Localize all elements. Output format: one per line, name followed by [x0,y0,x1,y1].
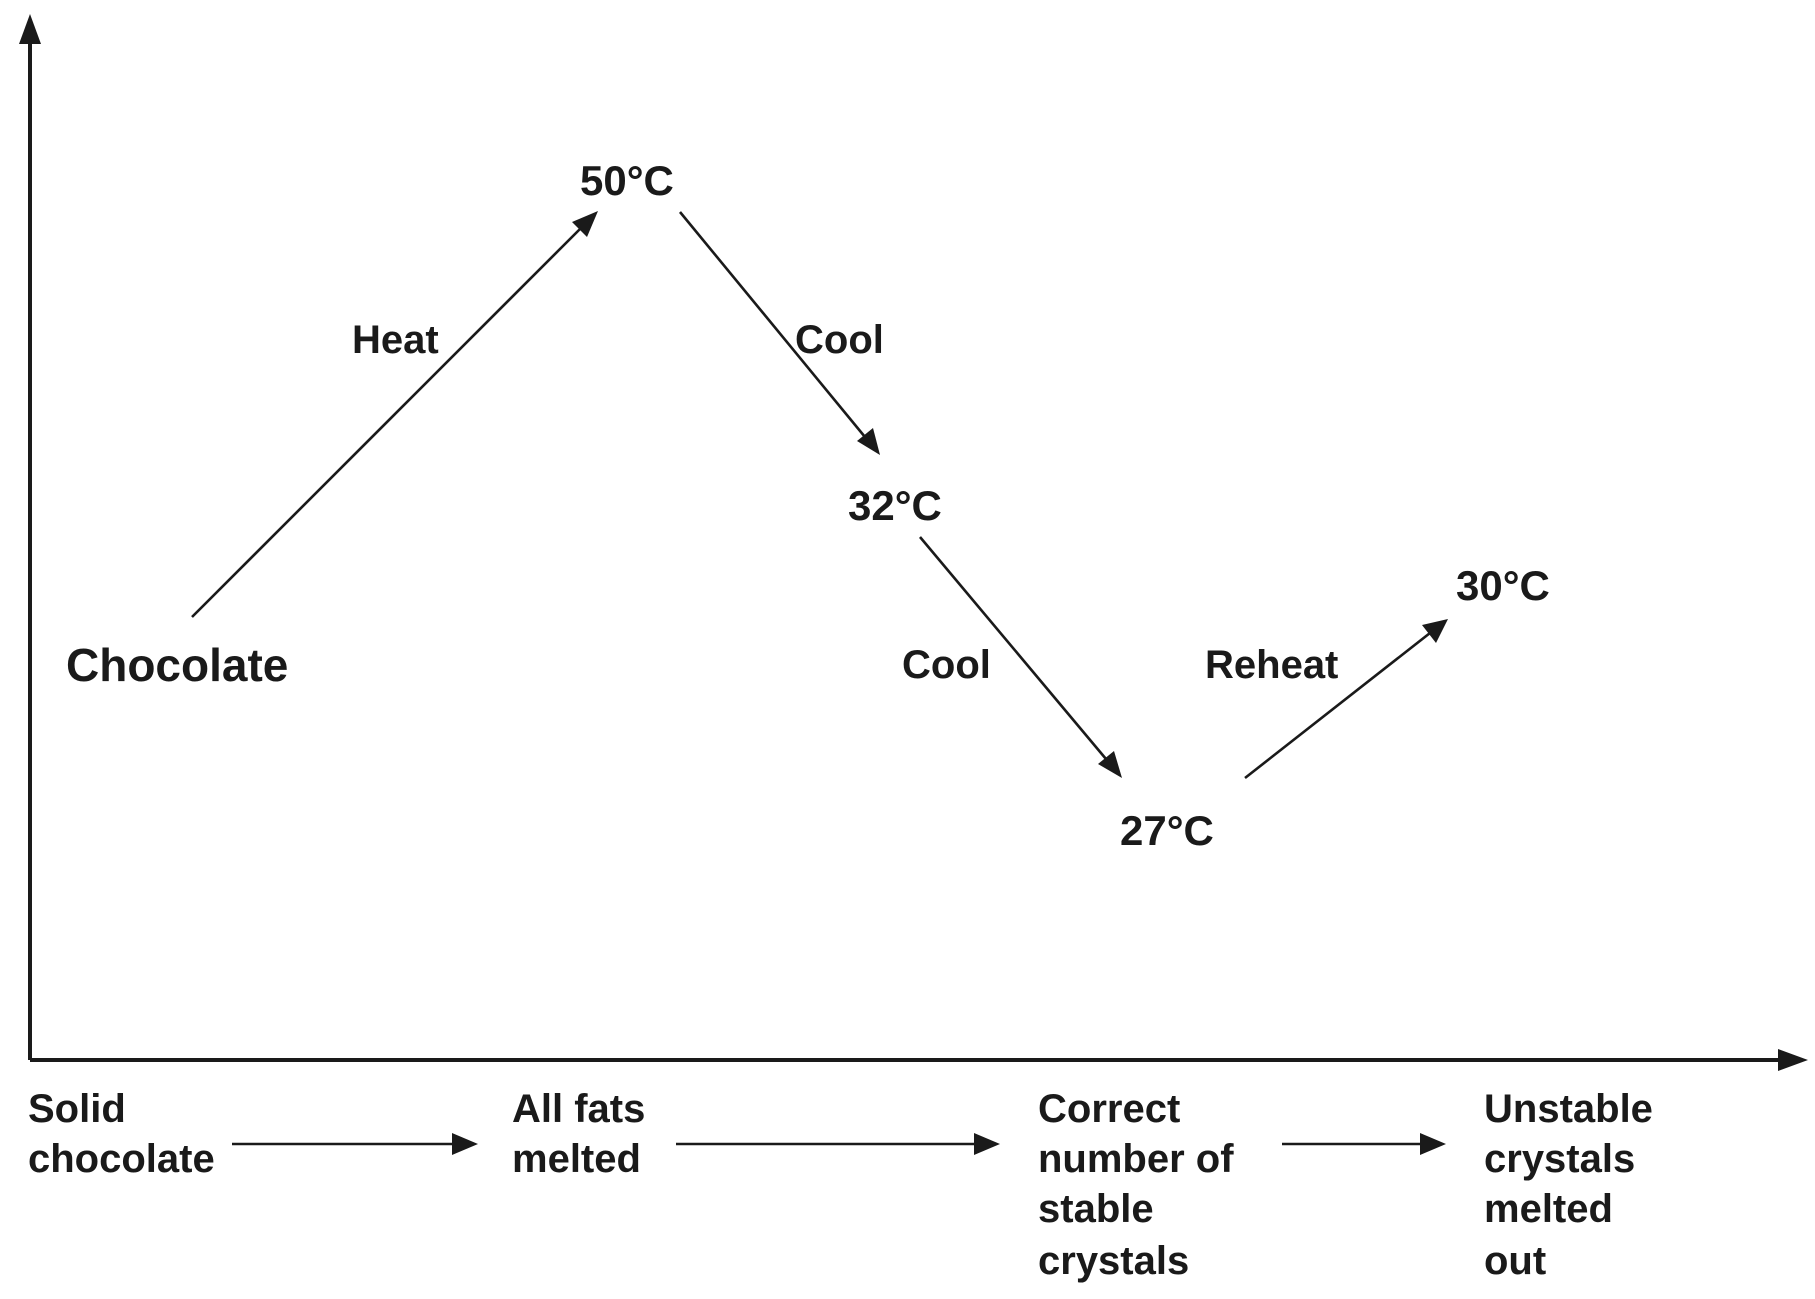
heat-arrow [191,228,581,618]
step-labels: Heat Cool Cool Reheat [352,318,1338,687]
reheat-label: Reheat [1205,643,1338,687]
cool-arrowhead-1 [857,428,880,455]
x-axis-arrowhead [1778,1049,1808,1071]
cool-label-1: Cool [795,318,884,362]
temperature-27: 27°C [1120,807,1214,854]
y-axis-arrowhead [19,14,41,44]
cool-arrowhead-2 [1098,751,1122,778]
axes [19,14,1808,1071]
stage-solid-chocolate: Solid chocolate [28,1087,215,1181]
heat-arrowhead [572,211,598,237]
process-arrows [191,211,1448,780]
stage-arrowhead-1 [452,1133,478,1155]
reheat-arrow [1244,631,1431,780]
temperature-50: 50°C [580,157,674,204]
cool-arrow-2 [919,536,1107,760]
stage-stable-crystals: Correct number of stable crystals [1038,1087,1245,1283]
heat-label: Heat [352,318,439,362]
stage-arrowhead-3 [1420,1133,1446,1155]
stage-arrowhead-2 [974,1133,1000,1155]
reheat-arrowhead [1422,619,1448,643]
stage-sequence: Solid chocolate All fats melted Correct … [28,1087,1664,1283]
stage-unstable-crystals-melted: Unstable crystals melted out [1484,1087,1664,1283]
node-labels: Chocolate 50°C 32°C 27°C 30°C [66,157,1550,854]
temperature-30: 30°C [1456,562,1550,609]
temperature-32: 32°C [848,482,942,529]
start-label: Chocolate [66,639,288,691]
stage-all-fats-melted: All fats melted [512,1087,656,1181]
cool-arrow-1 [678,211,867,438]
cool-label-2: Cool [902,643,991,687]
